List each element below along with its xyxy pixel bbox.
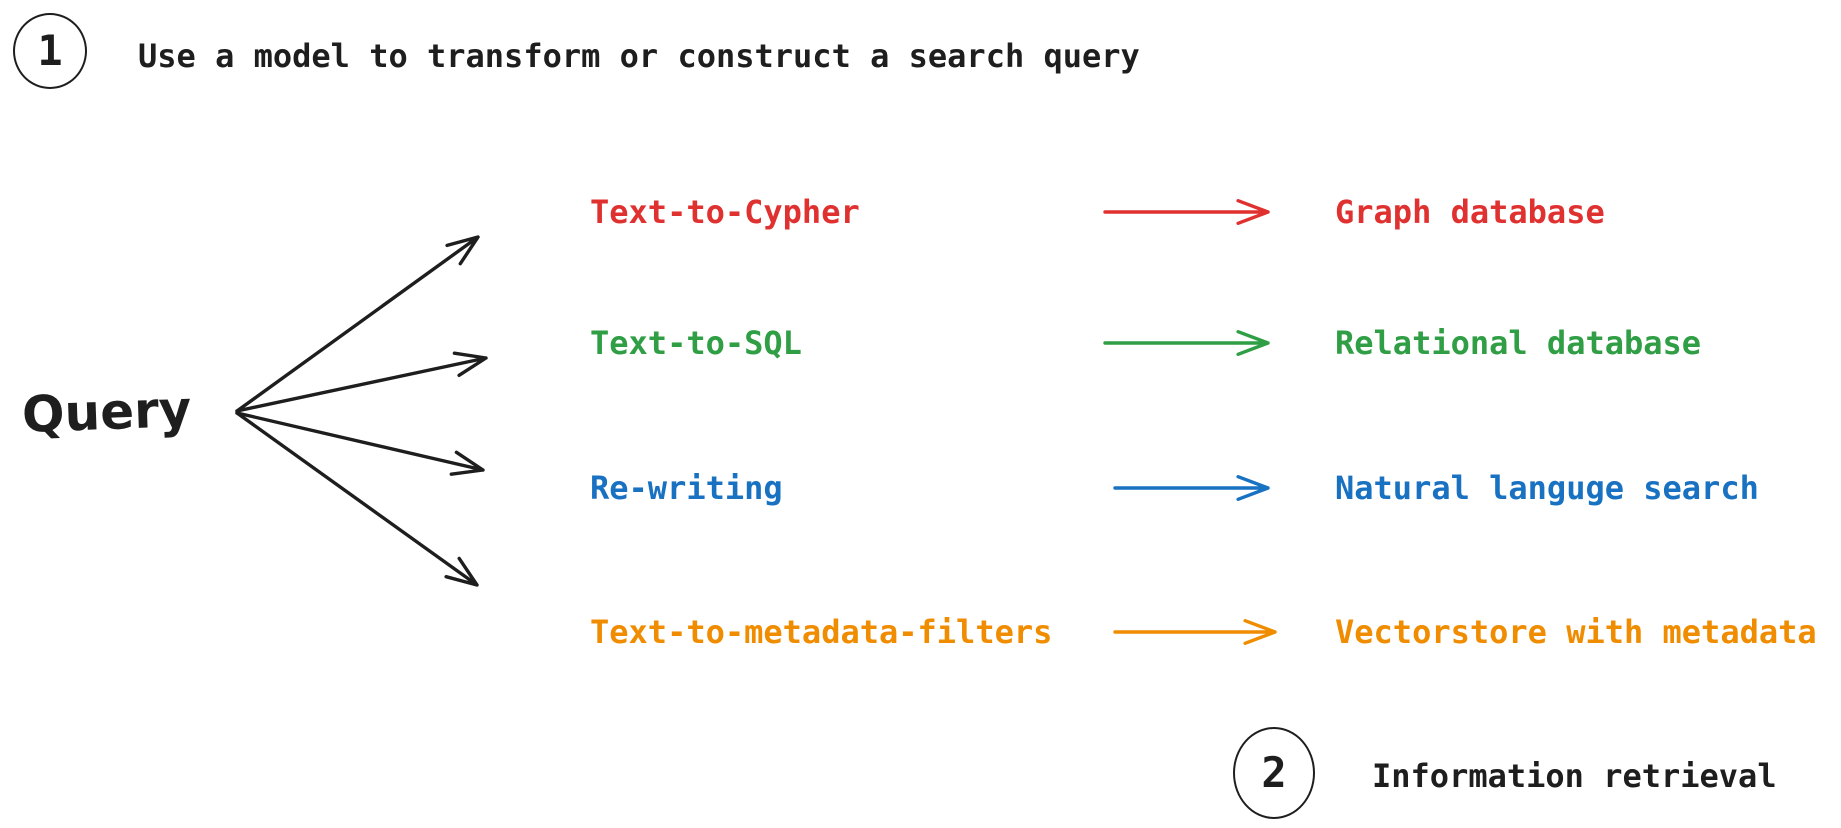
target-label-graph-database: Graph database bbox=[1335, 193, 1605, 231]
step-1-number: 1 bbox=[37, 26, 63, 75]
step-2-number: 2 bbox=[1261, 748, 1287, 797]
query-to-cypher-arrow bbox=[235, 235, 480, 413]
step-2-label: Information retrieval bbox=[1372, 757, 1777, 795]
target-label-natural-language-search: Natural languge search bbox=[1335, 469, 1759, 507]
metadata-to-vectorstore-arrow bbox=[1113, 619, 1277, 645]
target-label-vectorstore-with-metadata: Vectorstore with metadata bbox=[1335, 613, 1817, 651]
sql-to-relationaldb-arrow bbox=[1103, 330, 1270, 356]
method-label-text-to-metadata-filters: Text-to-metadata-filters bbox=[590, 613, 1053, 651]
step-1-badge: 1 bbox=[13, 13, 87, 89]
target-label-relational-database: Relational database bbox=[1335, 324, 1702, 362]
method-label-re-writing: Re-writing bbox=[590, 469, 783, 507]
query-to-metadata-arrow bbox=[235, 411, 479, 587]
step-1-label: Use a model to transform or construct a … bbox=[138, 37, 1140, 75]
cypher-to-graphdb-arrow bbox=[1103, 199, 1270, 225]
step-2-badge: 2 bbox=[1233, 727, 1315, 819]
query-to-rewriting-arrow bbox=[235, 411, 485, 476]
rewriting-to-nlsearch-arrow bbox=[1113, 475, 1270, 501]
method-label-text-to-cypher: Text-to-Cypher bbox=[590, 193, 860, 231]
query-to-sql-arrow bbox=[235, 351, 488, 413]
query-node-label: Query bbox=[21, 380, 193, 444]
method-label-text-to-sql: Text-to-SQL bbox=[590, 324, 802, 362]
